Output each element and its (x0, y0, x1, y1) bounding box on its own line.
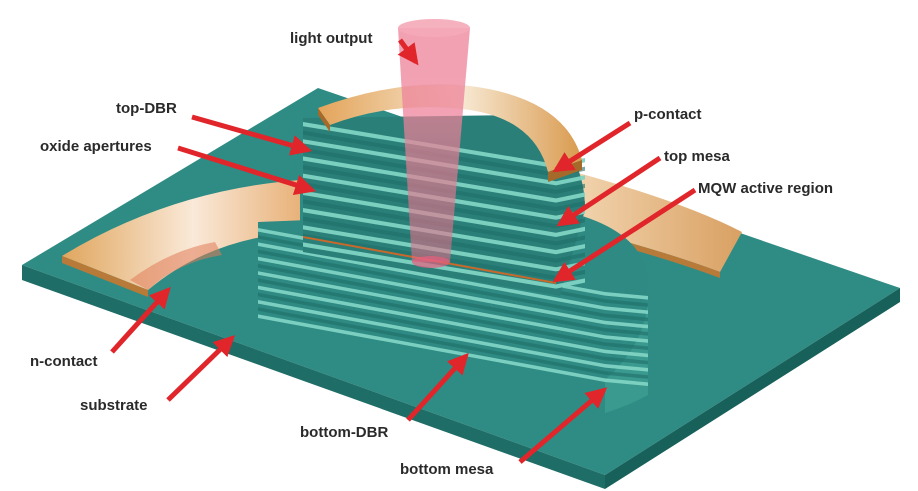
bottom-dbr-side-layer (605, 349, 648, 358)
bottom-dbr-side-layer (605, 356, 648, 365)
bottom-dbr-layer (258, 264, 605, 332)
bottom-dbr-side-layer (605, 328, 648, 336)
bottom-dbr-layer (258, 292, 605, 361)
bottom-dbr-layer (258, 249, 605, 318)
bottom-dbr-layer (258, 278, 605, 346)
top-dbr-side-layer (556, 175, 585, 186)
top-dbr-side-layer (556, 226, 585, 237)
label-p-contact: p-contact (634, 106, 702, 123)
bottom-dbr-side-layer (605, 335, 648, 343)
arrow-substrate (166, 335, 236, 402)
bottom-dbr-side-layer (605, 306, 648, 314)
bottom-dbr-layer (258, 256, 605, 325)
top-dbr-side-layer (556, 252, 585, 263)
top-dbr-side-layer (556, 183, 585, 194)
bottom-dbr-layer (258, 300, 605, 368)
label-substrate: substrate (80, 397, 148, 414)
bottom-dbr-side-layer (605, 342, 648, 350)
top-dbr-side-layer (556, 278, 585, 289)
label-top-mesa: top mesa (664, 148, 730, 165)
bottom-dbr-layer (258, 285, 605, 354)
bottom-dbr-layer (258, 242, 605, 310)
bottom-dbr-layer (258, 307, 605, 375)
arrow-bottom-mesa (518, 387, 608, 464)
arrow-p-contact (552, 120, 632, 173)
bottom-dbr-layer (258, 314, 605, 382)
arrow-light-output (397, 38, 419, 66)
label-light-output: light output (290, 30, 373, 47)
top-dbr-side-layer (556, 192, 585, 203)
callout-arrows (110, 38, 697, 464)
arrow-mqw-active-region (552, 187, 697, 283)
bottom-dbr-side-layer (605, 299, 648, 307)
arrow-top-dbr (191, 114, 313, 156)
label-bottom-dbr: bottom-DBR (300, 424, 389, 441)
arrow-oxide-apertures (177, 145, 317, 195)
label-mqw-active-region: MQW active region (698, 180, 834, 197)
bottom-dbr-side-layer (605, 320, 648, 329)
bottom-dbr-side-layer (605, 292, 648, 300)
bottom-dbr-side-layer (605, 371, 648, 379)
arrow-bottom-dbr (406, 352, 469, 422)
label-top-dbr: top-DBR (116, 100, 177, 117)
bottom-dbr-side-layer (605, 364, 648, 372)
label-n-contact: n-contact (30, 353, 98, 370)
bottom-dbr-layer (258, 271, 605, 339)
top-dbr-side-layer (556, 244, 585, 255)
arrow-top-mesa (556, 155, 662, 227)
n-contact-pad (62, 180, 300, 297)
bottom-dbr-side-layer (605, 313, 648, 322)
light-output-beam (398, 19, 470, 268)
bottom-dbr-side-layer (605, 378, 648, 386)
top-dbr-side-layer (556, 235, 585, 246)
label-bottom-mesa: bottom mesa (400, 461, 494, 478)
label-oxide-apertures: oxide apertures (40, 138, 152, 155)
arrow-n-contact (110, 286, 171, 354)
